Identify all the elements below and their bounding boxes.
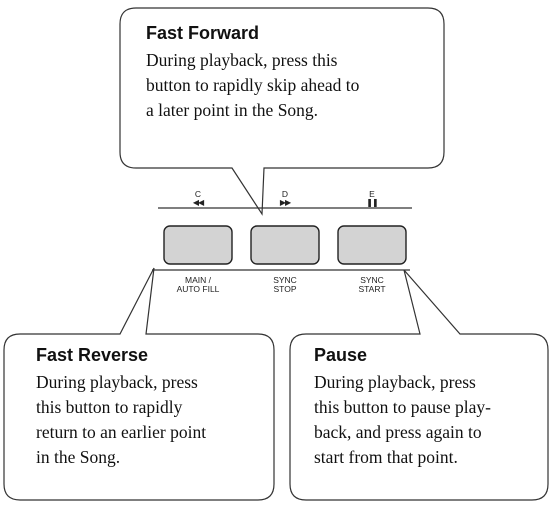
fast-forward-line-2: button to rapidly skip ahead to — [146, 75, 360, 95]
pause-icon: ❚❚ — [366, 198, 378, 207]
note-label-e: E — [369, 189, 375, 199]
fast-forward-line-1: During playback, press this — [146, 50, 338, 70]
rewind-icon: ◀◀ — [192, 198, 204, 207]
pause-line-2: this button to pause play- — [314, 397, 491, 417]
sync-start-label-line-1: SYNC — [360, 275, 384, 285]
sync-stop-label: SYNC STOP — [255, 276, 315, 294]
main-auto-fill-button[interactable] — [163, 225, 233, 265]
sync-start-button[interactable] — [337, 225, 407, 265]
pause-callout-bubble — [289, 269, 549, 501]
fast-reverse-callout-bubble — [3, 267, 275, 501]
fast-reverse-line-4: in the Song. — [36, 447, 121, 467]
sync-start-label-line-2: START — [358, 284, 386, 294]
pause-line-1: During playback, press — [314, 372, 476, 392]
fast-reverse-line-3: return to an earlier point — [36, 422, 207, 442]
fast-forward-callout-bubble — [119, 7, 445, 216]
fast-forward-callout: Fast Forward During playback, press this… — [146, 22, 359, 123]
sync-stop-label-line-2: STOP — [273, 284, 297, 294]
fast-reverse-line-1: During playback, press — [36, 372, 198, 392]
pause-line-4: start from that point. — [314, 447, 458, 467]
note-label-c: C — [194, 189, 202, 199]
main-auto-fill-label-line-2: AUTO FILL — [176, 284, 220, 294]
pause-line-3: back, and press again to — [314, 422, 482, 442]
main-auto-fill-label: MAIN / AUTO FILL — [168, 276, 228, 294]
fast-forward-line-3: a later point in the Song. — [146, 100, 319, 120]
sync-stop-button[interactable] — [250, 225, 320, 265]
fast-reverse-line-2: this button to rapidly — [36, 397, 183, 417]
fast-reverse-callout: Fast Reverse During playback, press this… — [36, 344, 206, 470]
pause-title: Pause — [314, 345, 368, 365]
note-label-d: D — [281, 189, 289, 199]
fast-forward-title: Fast Forward — [146, 23, 260, 43]
fast-forward-icon: ▶▶ — [279, 198, 291, 207]
sync-stop-label-line-1: SYNC — [273, 275, 297, 285]
fast-reverse-title: Fast Reverse — [36, 345, 149, 365]
pause-callout: Pause During playback, press this button… — [314, 344, 491, 470]
sync-start-label: SYNC START — [342, 276, 402, 294]
main-auto-fill-label-line-1: MAIN / — [185, 275, 211, 285]
